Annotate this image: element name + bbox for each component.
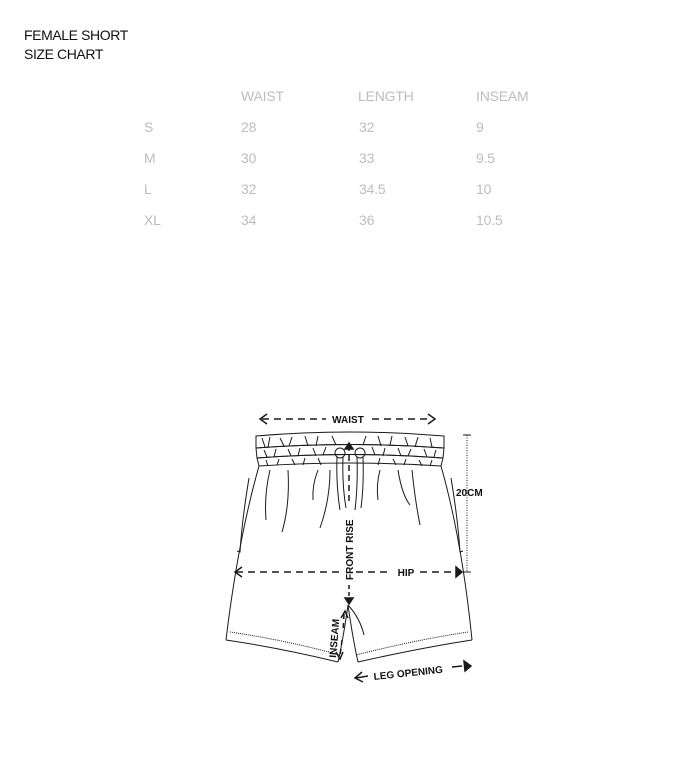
- waist-height-measure: [463, 434, 471, 573]
- row-size: XL: [144, 212, 161, 228]
- row-waist: 28: [241, 119, 257, 135]
- row-size: M: [144, 150, 156, 166]
- inseam-measure: [335, 609, 349, 661]
- waist-label: WAIST: [332, 415, 364, 426]
- inseam-label: INSEAM: [328, 619, 342, 659]
- row-length: 36: [359, 212, 375, 228]
- hip-measure: [233, 565, 464, 579]
- column-header-length: LENGTH: [358, 88, 414, 104]
- waist-height-label: 20CM: [456, 488, 483, 499]
- row-waist: 32: [241, 181, 257, 197]
- row-waist: 30: [241, 150, 257, 166]
- waist-measure: [258, 413, 437, 425]
- page-title: FEMALE SHORT SIZE CHART: [24, 26, 128, 64]
- row-waist: 34: [241, 212, 257, 228]
- column-header-waist: WAIST: [241, 88, 284, 104]
- row-inseam: 10: [476, 181, 492, 197]
- row-inseam: 10.5: [476, 212, 503, 228]
- title-line-1: FEMALE SHORT: [24, 27, 128, 43]
- front-rise-measure: [343, 441, 355, 606]
- row-size: L: [144, 181, 152, 197]
- title-line-2: SIZE CHART: [24, 46, 103, 62]
- row-inseam: 9: [476, 119, 484, 135]
- front-rise-label: FRONT RISE: [345, 519, 356, 580]
- leg-opening-measure: [353, 659, 473, 683]
- row-inseam: 9.5: [476, 150, 495, 166]
- shorts-outline: [225, 431, 473, 663]
- leg-opening-label: LEG OPENING: [373, 665, 443, 683]
- column-header-inseam: INSEAM: [476, 88, 529, 104]
- row-size: S: [144, 119, 154, 135]
- row-length: 34.5: [359, 181, 386, 197]
- hip-label: HIP: [398, 568, 415, 579]
- row-length: 32: [359, 119, 375, 135]
- row-length: 33: [359, 150, 375, 166]
